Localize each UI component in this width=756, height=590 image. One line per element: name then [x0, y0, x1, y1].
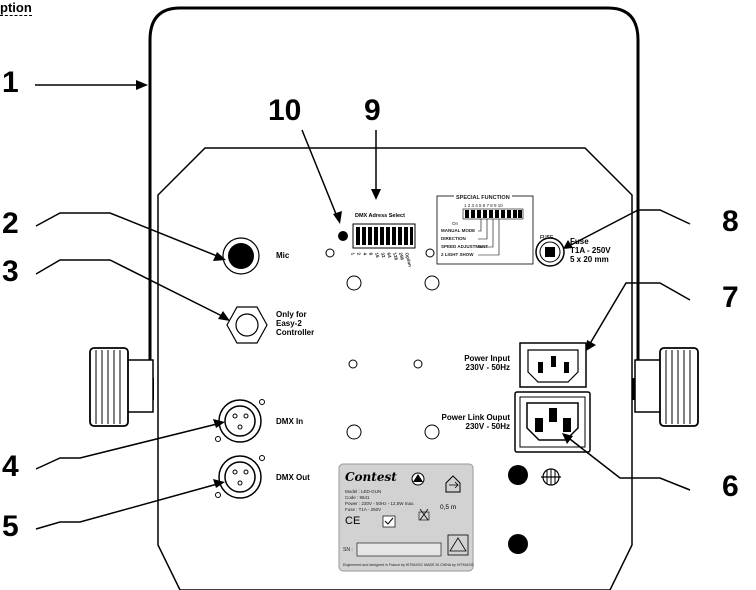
power-input-label-2: 230V - 50Hz	[465, 363, 510, 372]
callout-9: 9	[364, 94, 381, 127]
power-link-label-2: 230V - 50Hz	[465, 422, 510, 431]
callout-6: 6	[722, 470, 739, 503]
power-input-socket	[519, 342, 587, 388]
nameplate-line-4: Fuse : T1A - 250V	[345, 507, 382, 512]
mic-label: Mic	[276, 251, 290, 260]
special-function-numbers: 1 2 3 4 5 6 7 8 9 10	[464, 203, 503, 208]
right-bracket-knob	[628, 347, 699, 427]
easy2-label-2: Easy-2	[276, 319, 302, 328]
dmx-in-connector	[215, 399, 265, 443]
callout-8: 8	[722, 205, 739, 238]
special-function-on: On	[452, 221, 459, 226]
callout-10: 10	[268, 94, 302, 127]
dmx-out-connector	[215, 455, 265, 499]
screws	[325, 248, 440, 440]
dmx-out-label: DMX Out	[276, 473, 310, 482]
dmx-in-label: DMX In	[276, 417, 304, 426]
easy2-socket	[226, 306, 268, 344]
nameplate	[338, 463, 474, 572]
sf-item-direction: DIRECTION	[441, 236, 466, 241]
sf-item-speed-adjustment: SPEED ADJUSTMENT	[441, 244, 489, 249]
mic-jack	[222, 237, 260, 275]
ce-mark: CE	[345, 515, 361, 527]
dmx-dip-switch	[338, 223, 416, 249]
nameplate-sn: SN :	[343, 547, 353, 553]
fuse-label-2: T1A - 250V	[570, 246, 611, 255]
ground-icon	[541, 468, 561, 486]
sf-item-2-light-show: 2 LIGHT SHOW	[441, 252, 474, 257]
nameplate-line-3: Power : 230V - 50Hz - 12,5W max.	[345, 501, 415, 506]
fuse-holder	[535, 237, 565, 267]
fuse-label-3: 5 x 20 mm	[570, 255, 609, 264]
sf-item-manual-mode: MANUAL MODE	[441, 228, 476, 233]
nameplate-footer: Engineered and designed in France by HIT…	[343, 563, 475, 567]
power-link-socket	[514, 391, 591, 453]
callout-leaders	[35, 84, 691, 530]
section-title: ption	[0, 0, 32, 16]
callout-7: 7	[722, 281, 739, 314]
mounting-bracket	[148, 6, 640, 410]
callout-5: 5	[2, 510, 19, 543]
callout-arrowheads	[136, 80, 596, 488]
easy2-label-1: Only for	[276, 310, 307, 319]
callout-3: 3	[2, 255, 19, 288]
nameplate-distance: 0,5 m	[440, 504, 457, 511]
special-function-title: SPECIAL FUNCTION	[454, 195, 512, 201]
power-link-label-1: Power Link Ouput	[441, 413, 510, 422]
power-input-label-1: Power Input	[464, 354, 510, 363]
callout-2: 2	[2, 207, 19, 240]
left-bracket-knob	[89, 347, 154, 427]
special-function-box	[436, 195, 534, 265]
easy2-label-3: Controller	[276, 328, 315, 337]
fuse-cap-label: FUSE	[540, 235, 554, 241]
ground-hole-bottom	[508, 534, 528, 554]
nameplate-line-2: Code : 9641	[345, 495, 370, 500]
callout-1: 1	[2, 66, 19, 99]
ground-hole-top	[508, 465, 528, 485]
fuse-label-1: Fuse	[570, 237, 589, 246]
nameplate-brand: Contest	[345, 470, 397, 484]
dmx-address-label: DMX Adress Select	[355, 213, 405, 219]
callout-4: 4	[2, 450, 19, 483]
nameplate-line-1: Model : LED-GUN	[345, 489, 382, 494]
